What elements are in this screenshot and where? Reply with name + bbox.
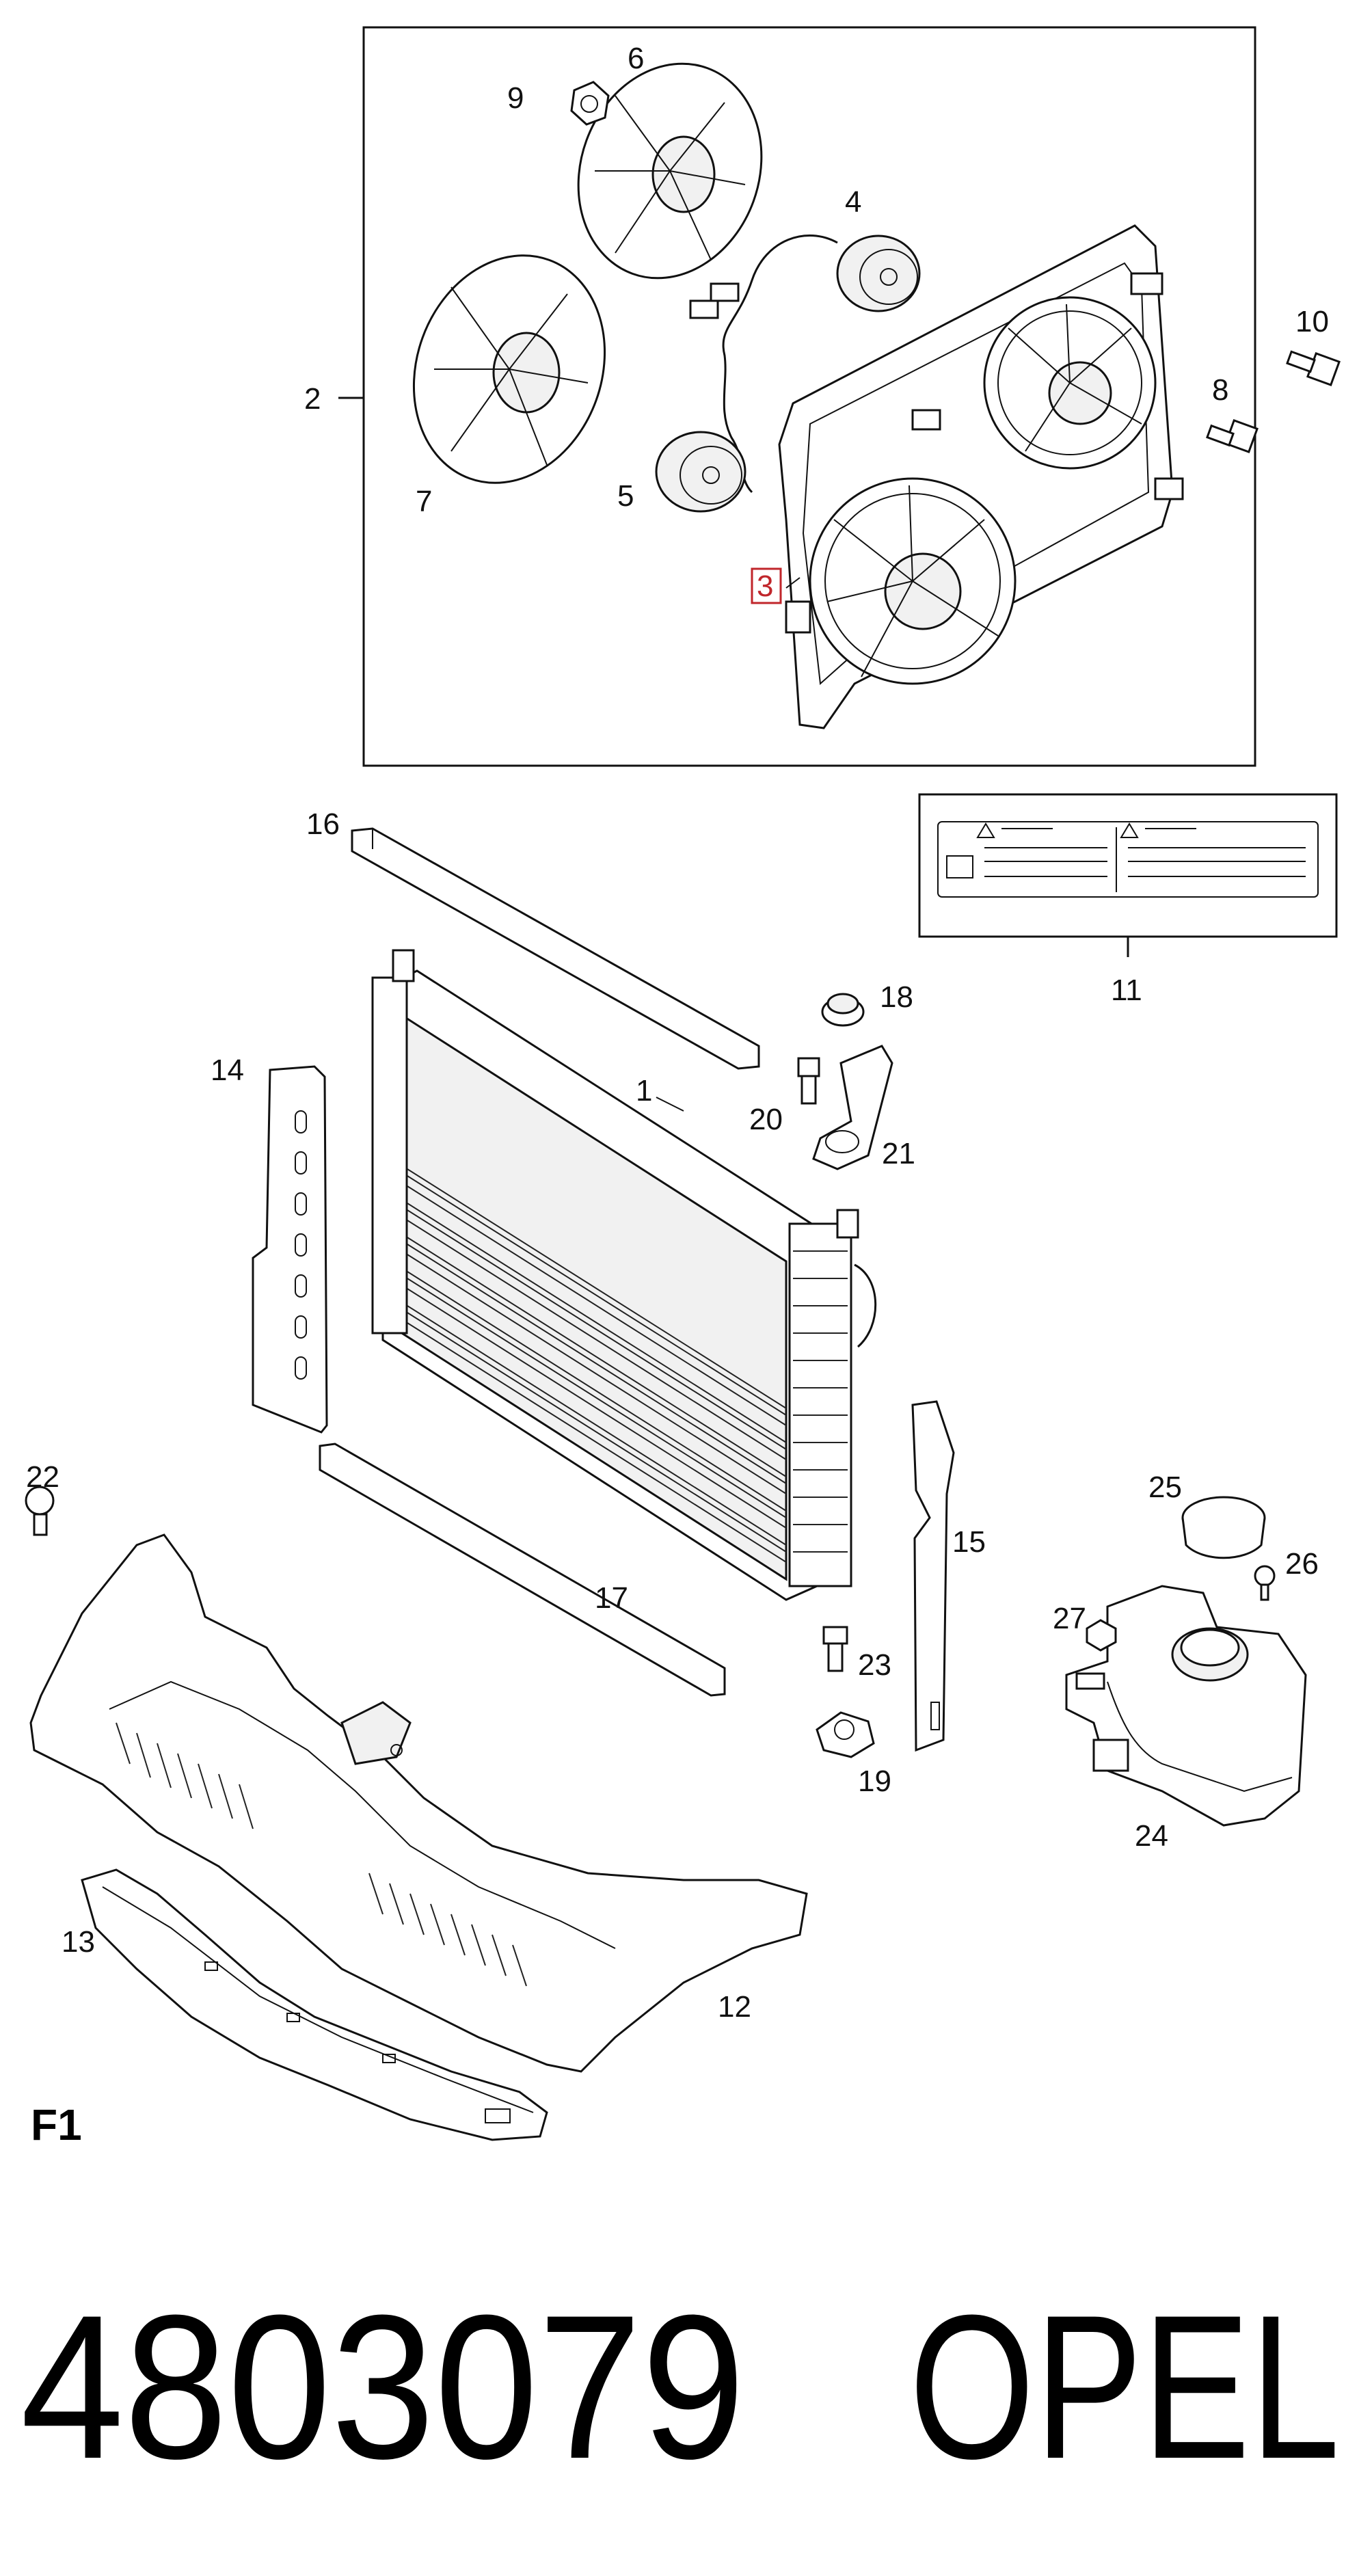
callout-labels: 2 6 9 4 10 8 7 5 3 16 11 18 14 1 20 21 2… bbox=[26, 42, 1329, 2024]
bolt-10 bbox=[1286, 350, 1341, 386]
callout-6: 6 bbox=[628, 42, 644, 75]
brand-name: OPEL bbox=[909, 2272, 1340, 2501]
callout-25: 25 bbox=[1148, 1471, 1182, 1504]
bolt-23 bbox=[822, 1626, 848, 1672]
nut-27 bbox=[1086, 1619, 1117, 1652]
callout-22: 22 bbox=[26, 1460, 59, 1494]
callout-18: 18 bbox=[880, 980, 913, 1014]
callout-9: 9 bbox=[507, 81, 524, 115]
bracket-21 bbox=[812, 1045, 893, 1170]
callout-13: 13 bbox=[62, 1925, 95, 1959]
deflector-12 bbox=[29, 1533, 808, 2073]
fan-motor-4 bbox=[836, 234, 921, 312]
callout-7: 7 bbox=[416, 485, 432, 518]
nut-9 bbox=[570, 81, 610, 126]
callout-11: 11 bbox=[1111, 974, 1142, 1007]
fan-assembly-group bbox=[338, 26, 1259, 767]
side-seal-15 bbox=[911, 1400, 955, 1752]
callout-27: 27 bbox=[1053, 1602, 1086, 1635]
side-seal-14 bbox=[252, 1065, 328, 1434]
grommet-18 bbox=[821, 993, 865, 1027]
clip-22 bbox=[25, 1486, 55, 1536]
warning-label-11 bbox=[918, 793, 1338, 957]
leader-lines bbox=[656, 577, 800, 1112]
callout-26: 26 bbox=[1285, 1547, 1319, 1581]
callout-4: 4 bbox=[845, 185, 861, 219]
deflector-13 bbox=[81, 1868, 548, 2141]
seal-17 bbox=[319, 1443, 726, 1697]
callout-5: 5 bbox=[617, 479, 634, 513]
callout-12: 12 bbox=[718, 1990, 751, 2024]
cap-25 bbox=[1181, 1496, 1266, 1559]
callout-2: 2 bbox=[304, 382, 321, 416]
bolt-8 bbox=[1206, 419, 1259, 453]
fan-assembly-box bbox=[362, 26, 1256, 767]
callout-15: 15 bbox=[952, 1525, 986, 1559]
callout-14: 14 bbox=[211, 1054, 244, 1087]
coolant-reservoir-24 bbox=[1065, 1585, 1307, 1827]
callout-1: 1 bbox=[636, 1074, 652, 1108]
callout-17: 17 bbox=[595, 1581, 628, 1615]
callout-3-box bbox=[751, 567, 782, 604]
nut-19 bbox=[816, 1711, 875, 1758]
fan-6 bbox=[577, 62, 763, 280]
callout-19: 19 bbox=[858, 1765, 891, 1798]
callout-20: 20 bbox=[749, 1103, 783, 1136]
callout-3: 3 bbox=[757, 569, 773, 603]
fan-7 bbox=[412, 254, 606, 484]
callout-10: 10 bbox=[1295, 305, 1329, 338]
screw-26 bbox=[1254, 1565, 1276, 1601]
callout-23: 23 bbox=[858, 1648, 891, 1682]
callout-16: 16 bbox=[306, 807, 340, 841]
callout-8: 8 bbox=[1212, 373, 1228, 407]
part-number: 4803079 bbox=[21, 2272, 745, 2501]
fan-shroud-3 bbox=[778, 224, 1184, 729]
bolt-20 bbox=[797, 1057, 820, 1105]
callout-21: 21 bbox=[882, 1137, 915, 1170]
fan-motor-5 bbox=[655, 431, 746, 513]
section-label: F1 bbox=[31, 2100, 82, 2149]
radiator-1 bbox=[371, 949, 877, 1601]
callout-24: 24 bbox=[1135, 1819, 1168, 1853]
